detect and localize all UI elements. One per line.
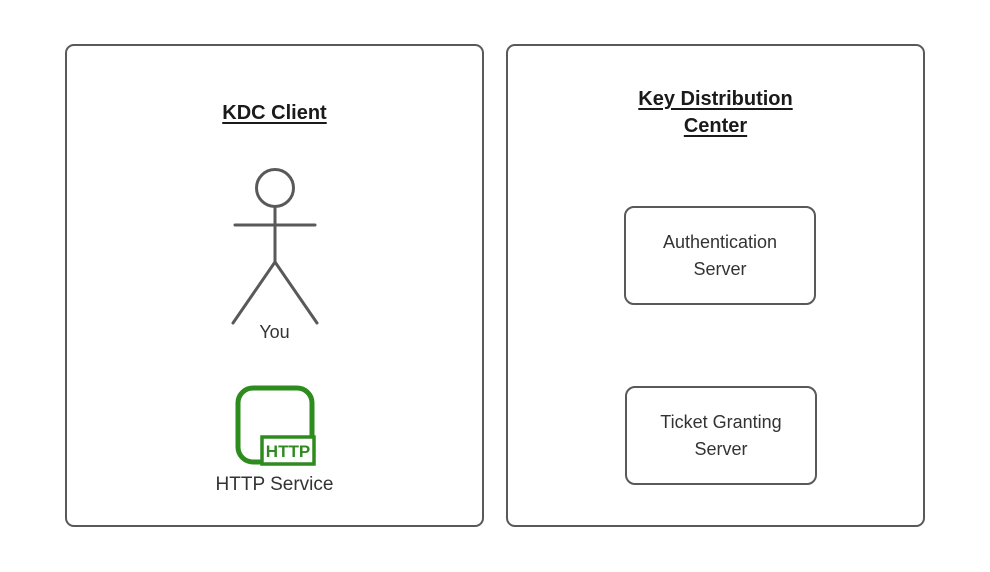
stick-figure-actor-icon [231, 168, 319, 325]
http-service-label: HTTP Service [215, 474, 334, 495]
authentication-server-label: Authentication Server [662, 231, 778, 279]
ticket-granting-server-box: Ticket Granting Server [625, 386, 817, 485]
http-badge-text: HTTP [266, 442, 310, 461]
key-distribution-center-title: Key Distribution Center [638, 88, 793, 137]
ticket-granting-server-label: Ticket Granting Server [660, 411, 782, 459]
http-service-icon: HTTP [235, 385, 316, 466]
kdc-client-title: KDC Client [222, 102, 327, 124]
authentication-server-box: Authentication Server [624, 206, 816, 305]
actor-label: You [259, 322, 290, 342]
